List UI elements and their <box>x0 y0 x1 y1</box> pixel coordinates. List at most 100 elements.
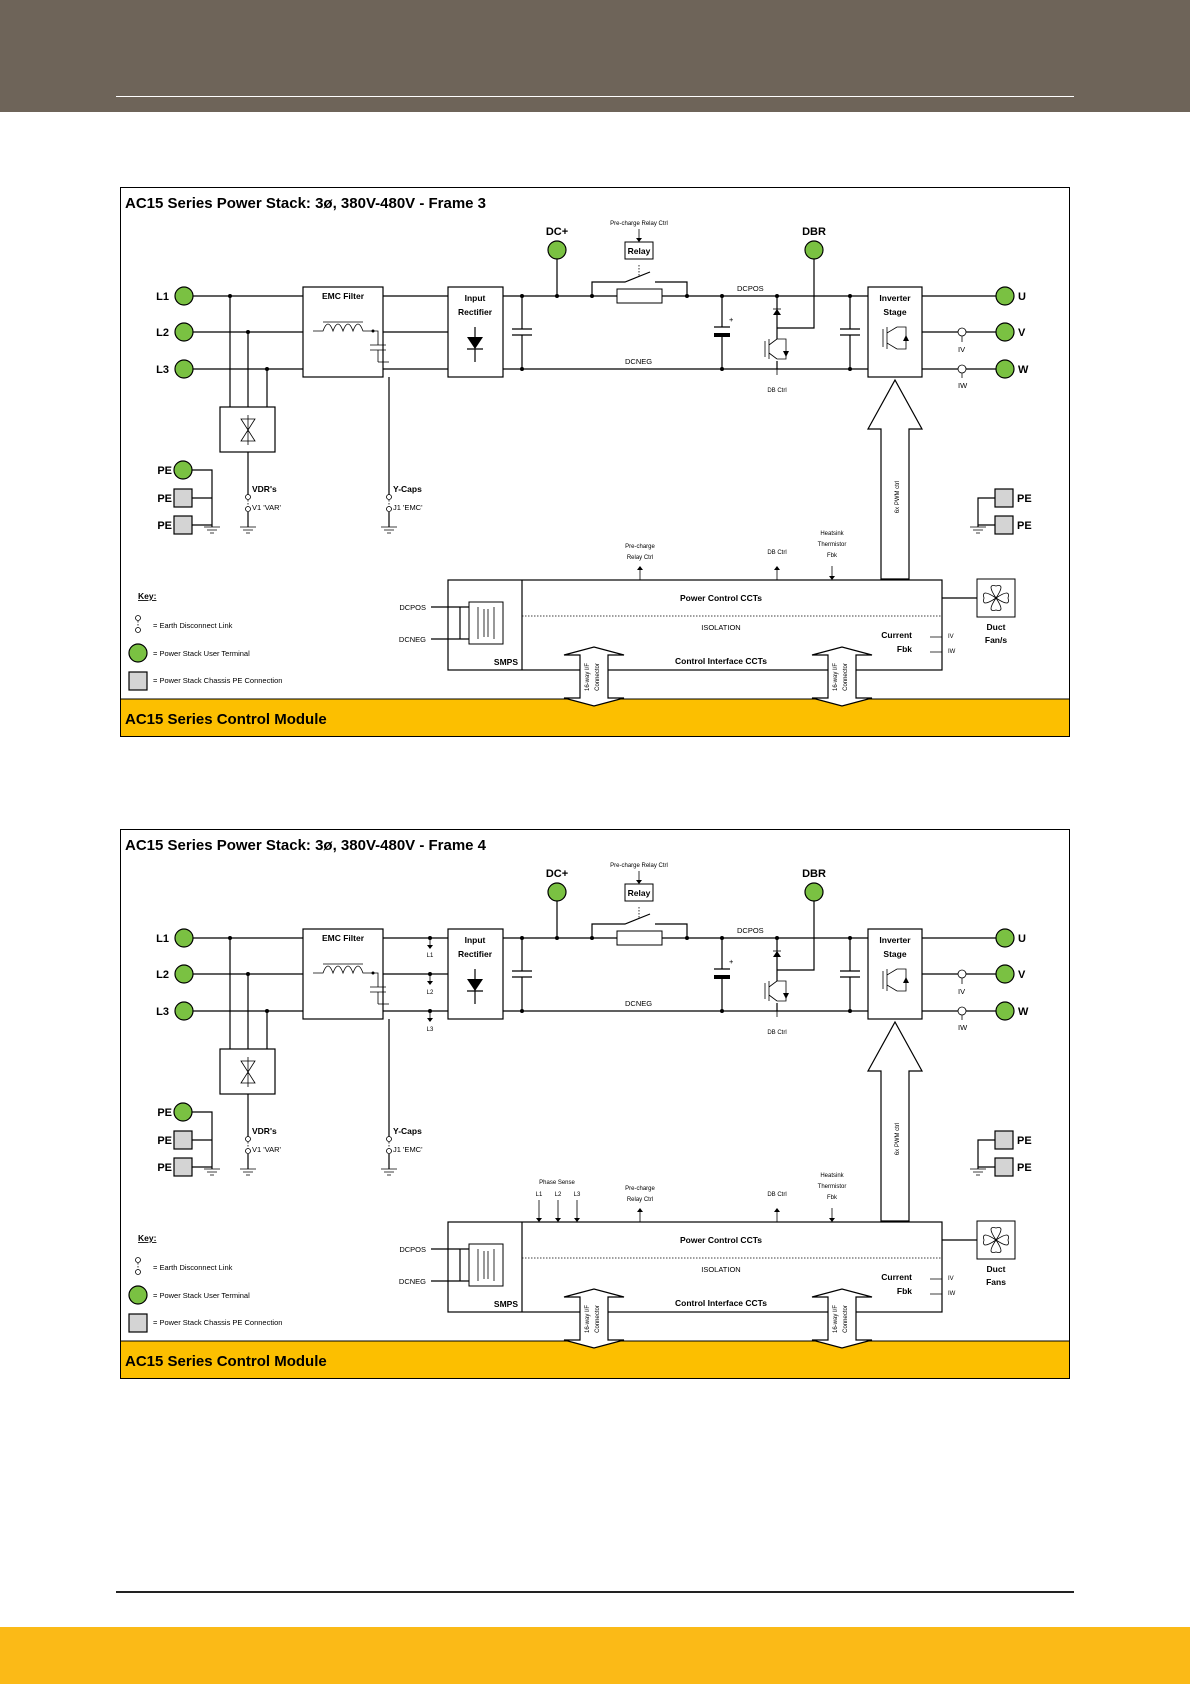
input-rectifier-label-2: Rectifier <box>458 307 493 317</box>
dc-plus-terminal <box>547 240 567 260</box>
control-module-label: AC15 Series Control Module <box>125 711 327 728</box>
v1-var-label: V1 'VAR' <box>252 503 282 512</box>
duct-label-2: Fans <box>986 1277 1006 1287</box>
pwm-label: 6x PWM ctrl <box>895 481 901 513</box>
input-rectifier-label-1: Input <box>465 935 486 945</box>
y-caps-label: Y-Caps <box>393 484 422 494</box>
pe-label-2: PE <box>157 493 172 505</box>
smps-label: SMPS <box>494 1299 518 1309</box>
connector-1-arrow <box>563 646 625 707</box>
pe-chassis-1 <box>173 488 193 508</box>
u-label: U <box>1018 933 1026 945</box>
footer-rule <box>116 1591 1074 1593</box>
db-ctrl-top-label: DB Ctrl <box>767 550 786 556</box>
heatsink-label-2: Thermistor <box>818 1184 847 1190</box>
header-rule <box>116 96 1074 97</box>
pe-right-label-1: PE <box>1017 493 1032 505</box>
pwm-arrow <box>866 1020 924 1222</box>
key-chassis-icon <box>128 671 148 691</box>
footer-band <box>0 1627 1190 1684</box>
l3-terminal <box>174 1001 194 1021</box>
precharge-relay-ctrl-label: Pre-charge Relay Ctrl <box>610 863 668 869</box>
v1-var-label: V1 'VAR' <box>252 1145 282 1154</box>
diagram-title: AC15 Series Power Stack: 3ø, 380V-480V -… <box>125 195 486 212</box>
connector-1-arrow <box>563 1288 625 1349</box>
key-chassis-label: = Power Stack Chassis PE Connection <box>153 676 282 685</box>
tap-l3-label: L3 <box>427 1027 434 1033</box>
fbk-iv-label: IV <box>948 634 954 640</box>
key-label: Key: <box>138 1233 157 1243</box>
w-label: W <box>1018 364 1029 376</box>
input-rectifier-label-2: Rectifier <box>458 949 493 959</box>
l2-terminal <box>174 322 194 342</box>
l3-label: L3 <box>156 1006 169 1018</box>
vdrs-label: VDR's <box>252 484 277 494</box>
control-interface-label: Control Interface CCTs <box>675 1298 767 1308</box>
precharge-ctrl-label-1: Pre-charge <box>625 544 655 550</box>
u-terminal <box>995 928 1015 948</box>
key-chassis-icon <box>128 1313 148 1333</box>
power-control-label: Power Control CCTs <box>680 593 762 603</box>
connector-2-arrow <box>811 646 873 707</box>
pe-chassis-2 <box>173 515 193 535</box>
w-terminal <box>995 359 1015 379</box>
precharge-ctrl-label-2: Relay Ctrl <box>627 1197 653 1203</box>
db-ctrl-label: DB Ctrl <box>767 388 786 394</box>
heatsink-label-3: Fbk <box>827 1195 838 1201</box>
smps-dcneg-label: DCNEG <box>399 1277 426 1286</box>
iw-label: IW <box>958 1023 968 1032</box>
inverter-stage-block <box>867 286 923 378</box>
l1-terminal <box>174 928 194 948</box>
conn-2-label-2: Connector <box>843 1305 849 1333</box>
vdrs-label: VDR's <box>252 1126 277 1136</box>
u-terminal <box>995 286 1015 306</box>
pe-chassis-1 <box>173 1130 193 1150</box>
key-terminal-label: = Power Stack User Terminal <box>153 1291 250 1300</box>
svg-text:+: + <box>729 957 734 966</box>
fbk-iw-label: IW <box>948 1291 956 1297</box>
l2-label: L2 <box>156 969 169 981</box>
key-terminal-label: = Power Stack User Terminal <box>153 649 250 658</box>
ps-l3-label: L3 <box>574 1192 581 1198</box>
inverter-label-1: Inverter <box>879 293 911 303</box>
key-terminal-icon <box>128 643 148 663</box>
current-fbk-label-1: Current <box>881 630 912 640</box>
db-ctrl-label: DB Ctrl <box>767 1030 786 1036</box>
duct-label-1: Duct <box>987 1264 1006 1274</box>
heatsink-label-3: Fbk <box>827 553 838 559</box>
relay-label: Relay <box>628 246 651 256</box>
l1-terminal <box>174 286 194 306</box>
duct-label-1: Duct <box>987 622 1006 632</box>
l1-label: L1 <box>156 933 169 945</box>
dcneg-label: DCNEG <box>625 357 652 366</box>
inverter-label-1: Inverter <box>879 935 911 945</box>
frame-4-diagram: AC15 Series Power Stack: 3ø, 380V-480V -… <box>120 829 1070 1379</box>
j1-emc-label: J1 'EMC' <box>393 1145 423 1154</box>
conn-2-label-1: 16-way I/F <box>833 663 839 691</box>
frame-3-schematic: AC15 Series Power Stack: 3ø, 380V-480V -… <box>120 187 1070 737</box>
pe-label-3: PE <box>157 1162 172 1174</box>
input-rectifier-label-1: Input <box>465 293 486 303</box>
precharge-resistor <box>616 288 663 304</box>
precharge-resistor <box>616 930 663 946</box>
fan-icon <box>983 585 1009 611</box>
dcpos-label: DCPOS <box>737 926 764 935</box>
pwm-arrow <box>866 378 924 580</box>
dc-plus-terminal <box>547 882 567 902</box>
tap-l2-label: L2 <box>427 990 434 996</box>
ps-l1-label: L1 <box>536 1192 543 1198</box>
pe-terminal <box>173 460 193 480</box>
svg-text:+: + <box>729 315 734 324</box>
dcpos-label: DCPOS <box>737 284 764 293</box>
pe-label-2: PE <box>157 1135 172 1147</box>
emc-filter-label: EMC Filter <box>322 933 365 943</box>
emc-filter-label: EMC Filter <box>322 291 365 301</box>
pe-label-1: PE <box>157 465 172 477</box>
iv-label: IV <box>958 345 965 354</box>
v-terminal <box>995 322 1015 342</box>
control-module-label: AC15 Series Control Module <box>125 1353 327 1370</box>
inverter-stage-block <box>867 928 923 1020</box>
iw-label: IW <box>958 381 968 390</box>
pe-right-label-2: PE <box>1017 520 1032 532</box>
isolation-label: ISOLATION <box>701 1265 740 1274</box>
